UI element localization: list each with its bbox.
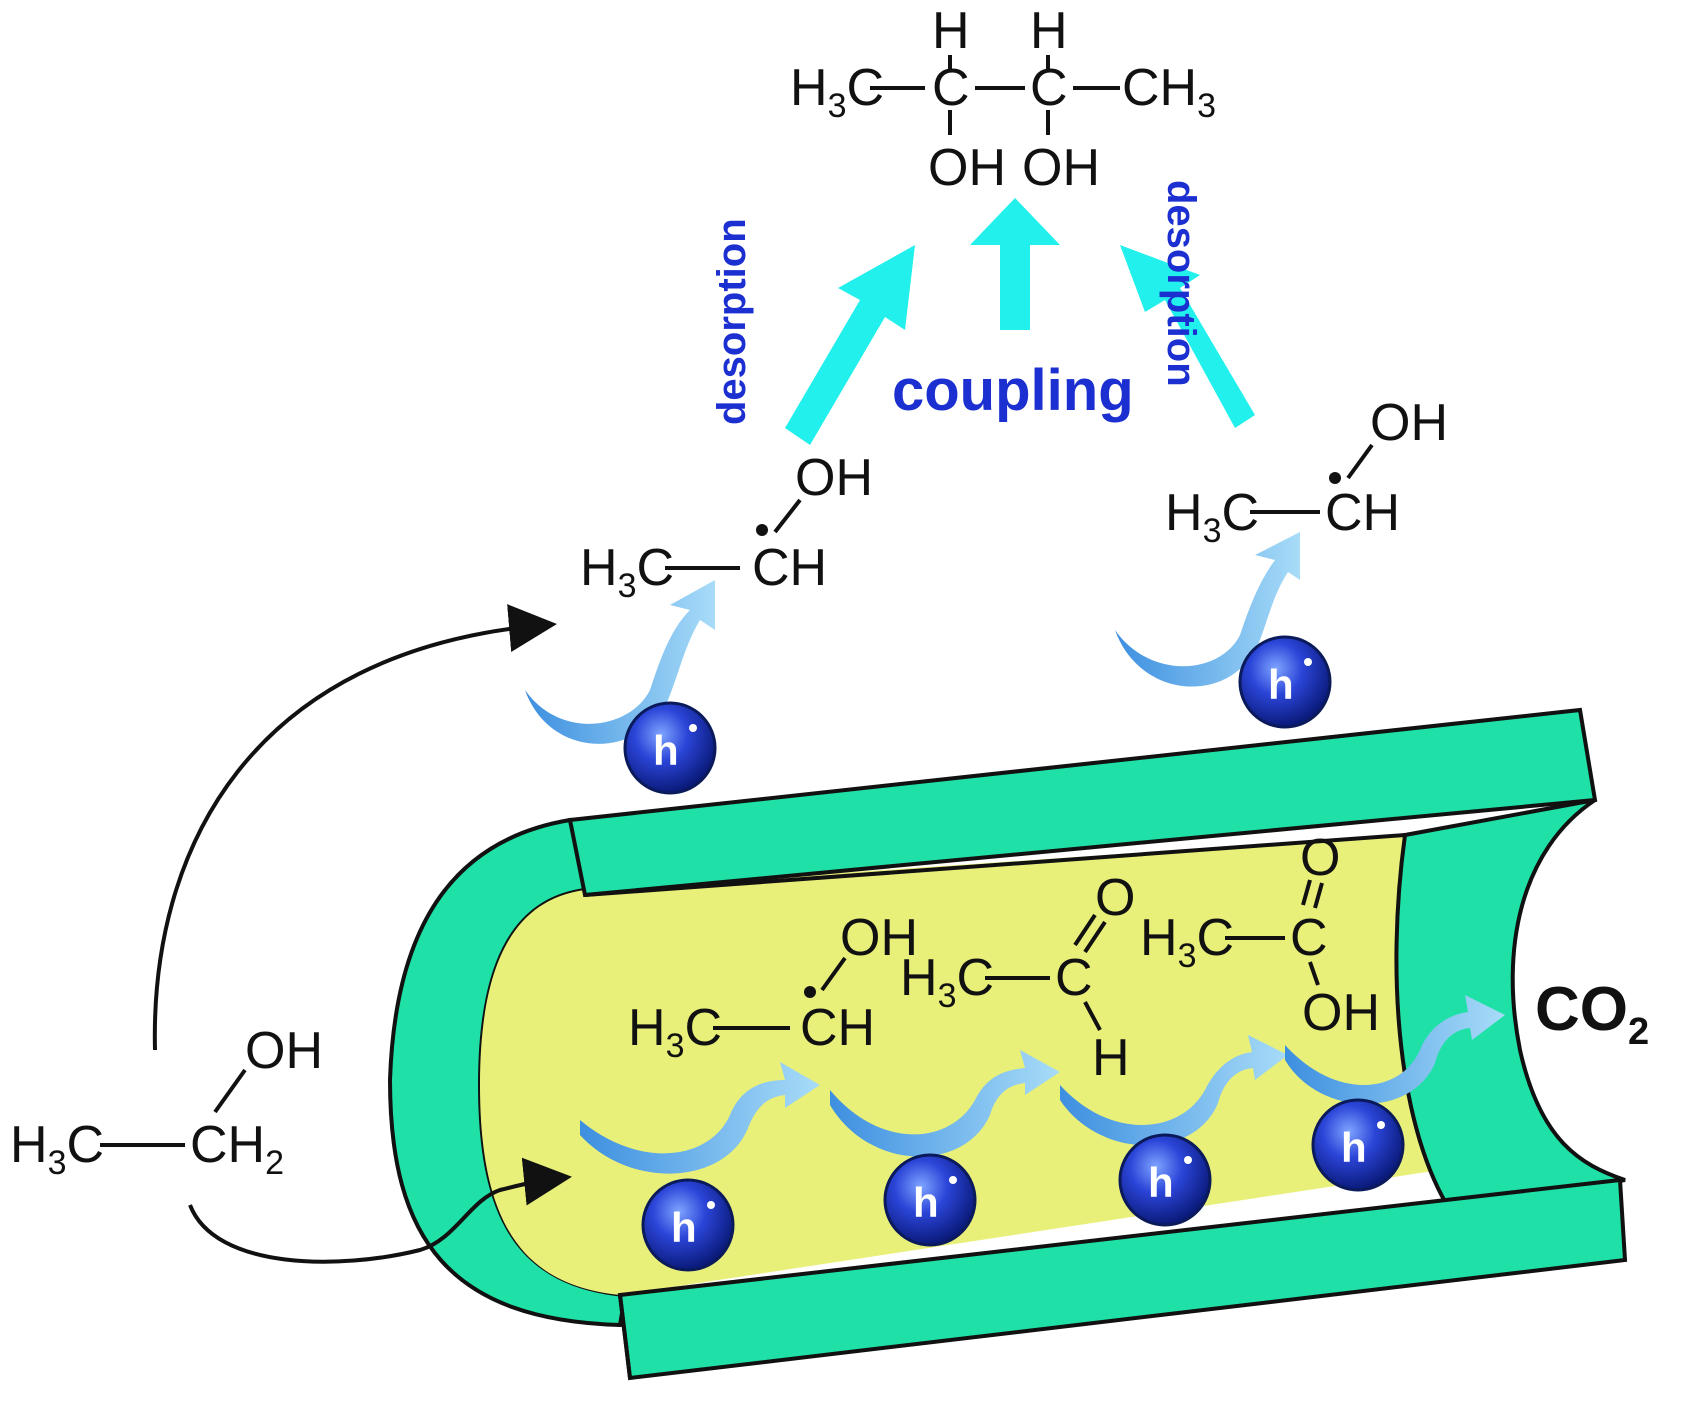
- radical-inner: H3​C CH OH: [628, 909, 918, 1065]
- acetaldehyde-double-bond: [1083, 920, 1107, 954]
- acetaldehyde: H3​C C O H: [900, 869, 1135, 1087]
- product-h-1: H: [932, 2, 970, 60]
- inner-curl-arrows: [580, 995, 1505, 1174]
- radical-left: H3​C CH OH: [580, 449, 873, 605]
- inner-curl-4: [1285, 995, 1505, 1104]
- tube-right-ring: [1394, 798, 1626, 1213]
- radical-inner-oh: OH: [840, 909, 918, 967]
- cyan-arrows: [785, 198, 1255, 445]
- radical-dot: [1329, 472, 1341, 484]
- hole-symbol: h: [1268, 661, 1294, 708]
- radical-right-bond: [1346, 443, 1374, 480]
- hole-sphere: h: [1118, 1133, 1212, 1227]
- product-right-methyl: CH3​: [1122, 59, 1216, 125]
- hole-charge-dot: [949, 1176, 957, 1184]
- desorption-arrow-right: [1120, 245, 1255, 428]
- radical-right-methyl: H3​C: [1165, 484, 1259, 550]
- product-oh-2: OH: [1022, 139, 1100, 197]
- hole-symbol: h: [913, 1179, 939, 1226]
- acetic-acid-double-bond: [1301, 879, 1312, 906]
- product-left-methyl: H3​C: [790, 59, 884, 125]
- coupling-label: coupling: [892, 358, 1134, 423]
- hole-charge-dot: [1184, 1156, 1192, 1164]
- hole-charge-dot: [707, 1201, 715, 1209]
- ethanol-arrows: [152, 604, 572, 1264]
- inner-curl-3: [1060, 1035, 1288, 1146]
- product-oh-1: OH: [928, 139, 1006, 197]
- radical-left-oh: OH: [795, 449, 873, 507]
- inner-curl-1: [580, 1062, 820, 1174]
- hole-charge-dot: [689, 724, 697, 732]
- acetaldehyde-hydrogen: H: [1092, 1029, 1130, 1087]
- acetaldehyde-double-bond: [1073, 913, 1097, 947]
- radical-left-bond: [773, 498, 802, 534]
- hole-sphere: h: [1238, 635, 1332, 729]
- ethanol-methyl: H3​C: [10, 1116, 104, 1182]
- tube-seam: [618, 1294, 632, 1379]
- hole-sphere: h: [623, 701, 717, 795]
- acetic-acid-bond: [1308, 961, 1320, 986]
- desorption-label-right: desorption: [1159, 180, 1203, 387]
- hole-charge-dot: [1304, 658, 1312, 666]
- radical-inner-bond: [820, 956, 847, 992]
- hole-symbol: h: [653, 727, 679, 774]
- ethanol-arrow-outer: [152, 604, 557, 1051]
- ethanol-hydroxyl: OH: [245, 1022, 323, 1080]
- holes: h h h h h h: [623, 635, 1405, 1272]
- acetaldehyde-carbon: C: [1055, 949, 1093, 1007]
- radical-dot: [756, 524, 768, 536]
- radical-right-ch: CH: [1325, 484, 1400, 542]
- tube-inner-edge: [584, 833, 1406, 897]
- desorption-label-left: desorption: [710, 218, 754, 425]
- radical-inner-ch: CH: [800, 999, 875, 1057]
- ethanol-arrow-inner: [188, 1157, 572, 1264]
- inner-curl-2: [830, 1050, 1060, 1157]
- hole-symbol: h: [671, 1204, 697, 1251]
- hole-sphere: h: [641, 1178, 735, 1272]
- product-butanediol: H3​C C H C H CH3​ OH OH: [790, 2, 1216, 197]
- acetaldehyde-bond: [1083, 1001, 1102, 1031]
- acetic-acid-hydroxyl: OH: [1302, 984, 1380, 1042]
- curl-arrow-left: [525, 580, 715, 744]
- acetaldehyde-oxygen: O: [1095, 869, 1135, 927]
- radical-dot: [804, 986, 816, 998]
- co2-label: CO2: [1535, 975, 1649, 1053]
- hole-charge-dot: [1377, 1121, 1385, 1129]
- acetic-acid-carbon: C: [1290, 909, 1328, 967]
- desorption-arrow-left: [785, 245, 915, 445]
- co2-product: CO2: [1535, 975, 1649, 1053]
- radical-right: H3​C CH OH: [1165, 394, 1448, 550]
- ethanol-bond: [213, 1068, 247, 1114]
- product-h-2: H: [1030, 2, 1068, 60]
- hole-symbol: h: [1148, 1159, 1174, 1206]
- hole-sphere: h: [1311, 1098, 1405, 1192]
- radical-left-methyl: H3​C: [580, 539, 674, 605]
- radical-right-oh: OH: [1370, 394, 1448, 452]
- acetic-acid-oxygen: O: [1300, 829, 1340, 887]
- ethanol-ch2: CH2​: [190, 1116, 284, 1182]
- hole-symbol: h: [1341, 1124, 1367, 1171]
- radical-left-ch: CH: [752, 539, 827, 597]
- coupling-arrow: [970, 198, 1060, 330]
- acetic-acid-double-bond: [1313, 882, 1324, 909]
- ethanol: H3​C CH2​ OH: [10, 1022, 323, 1182]
- hole-sphere: h: [883, 1153, 977, 1247]
